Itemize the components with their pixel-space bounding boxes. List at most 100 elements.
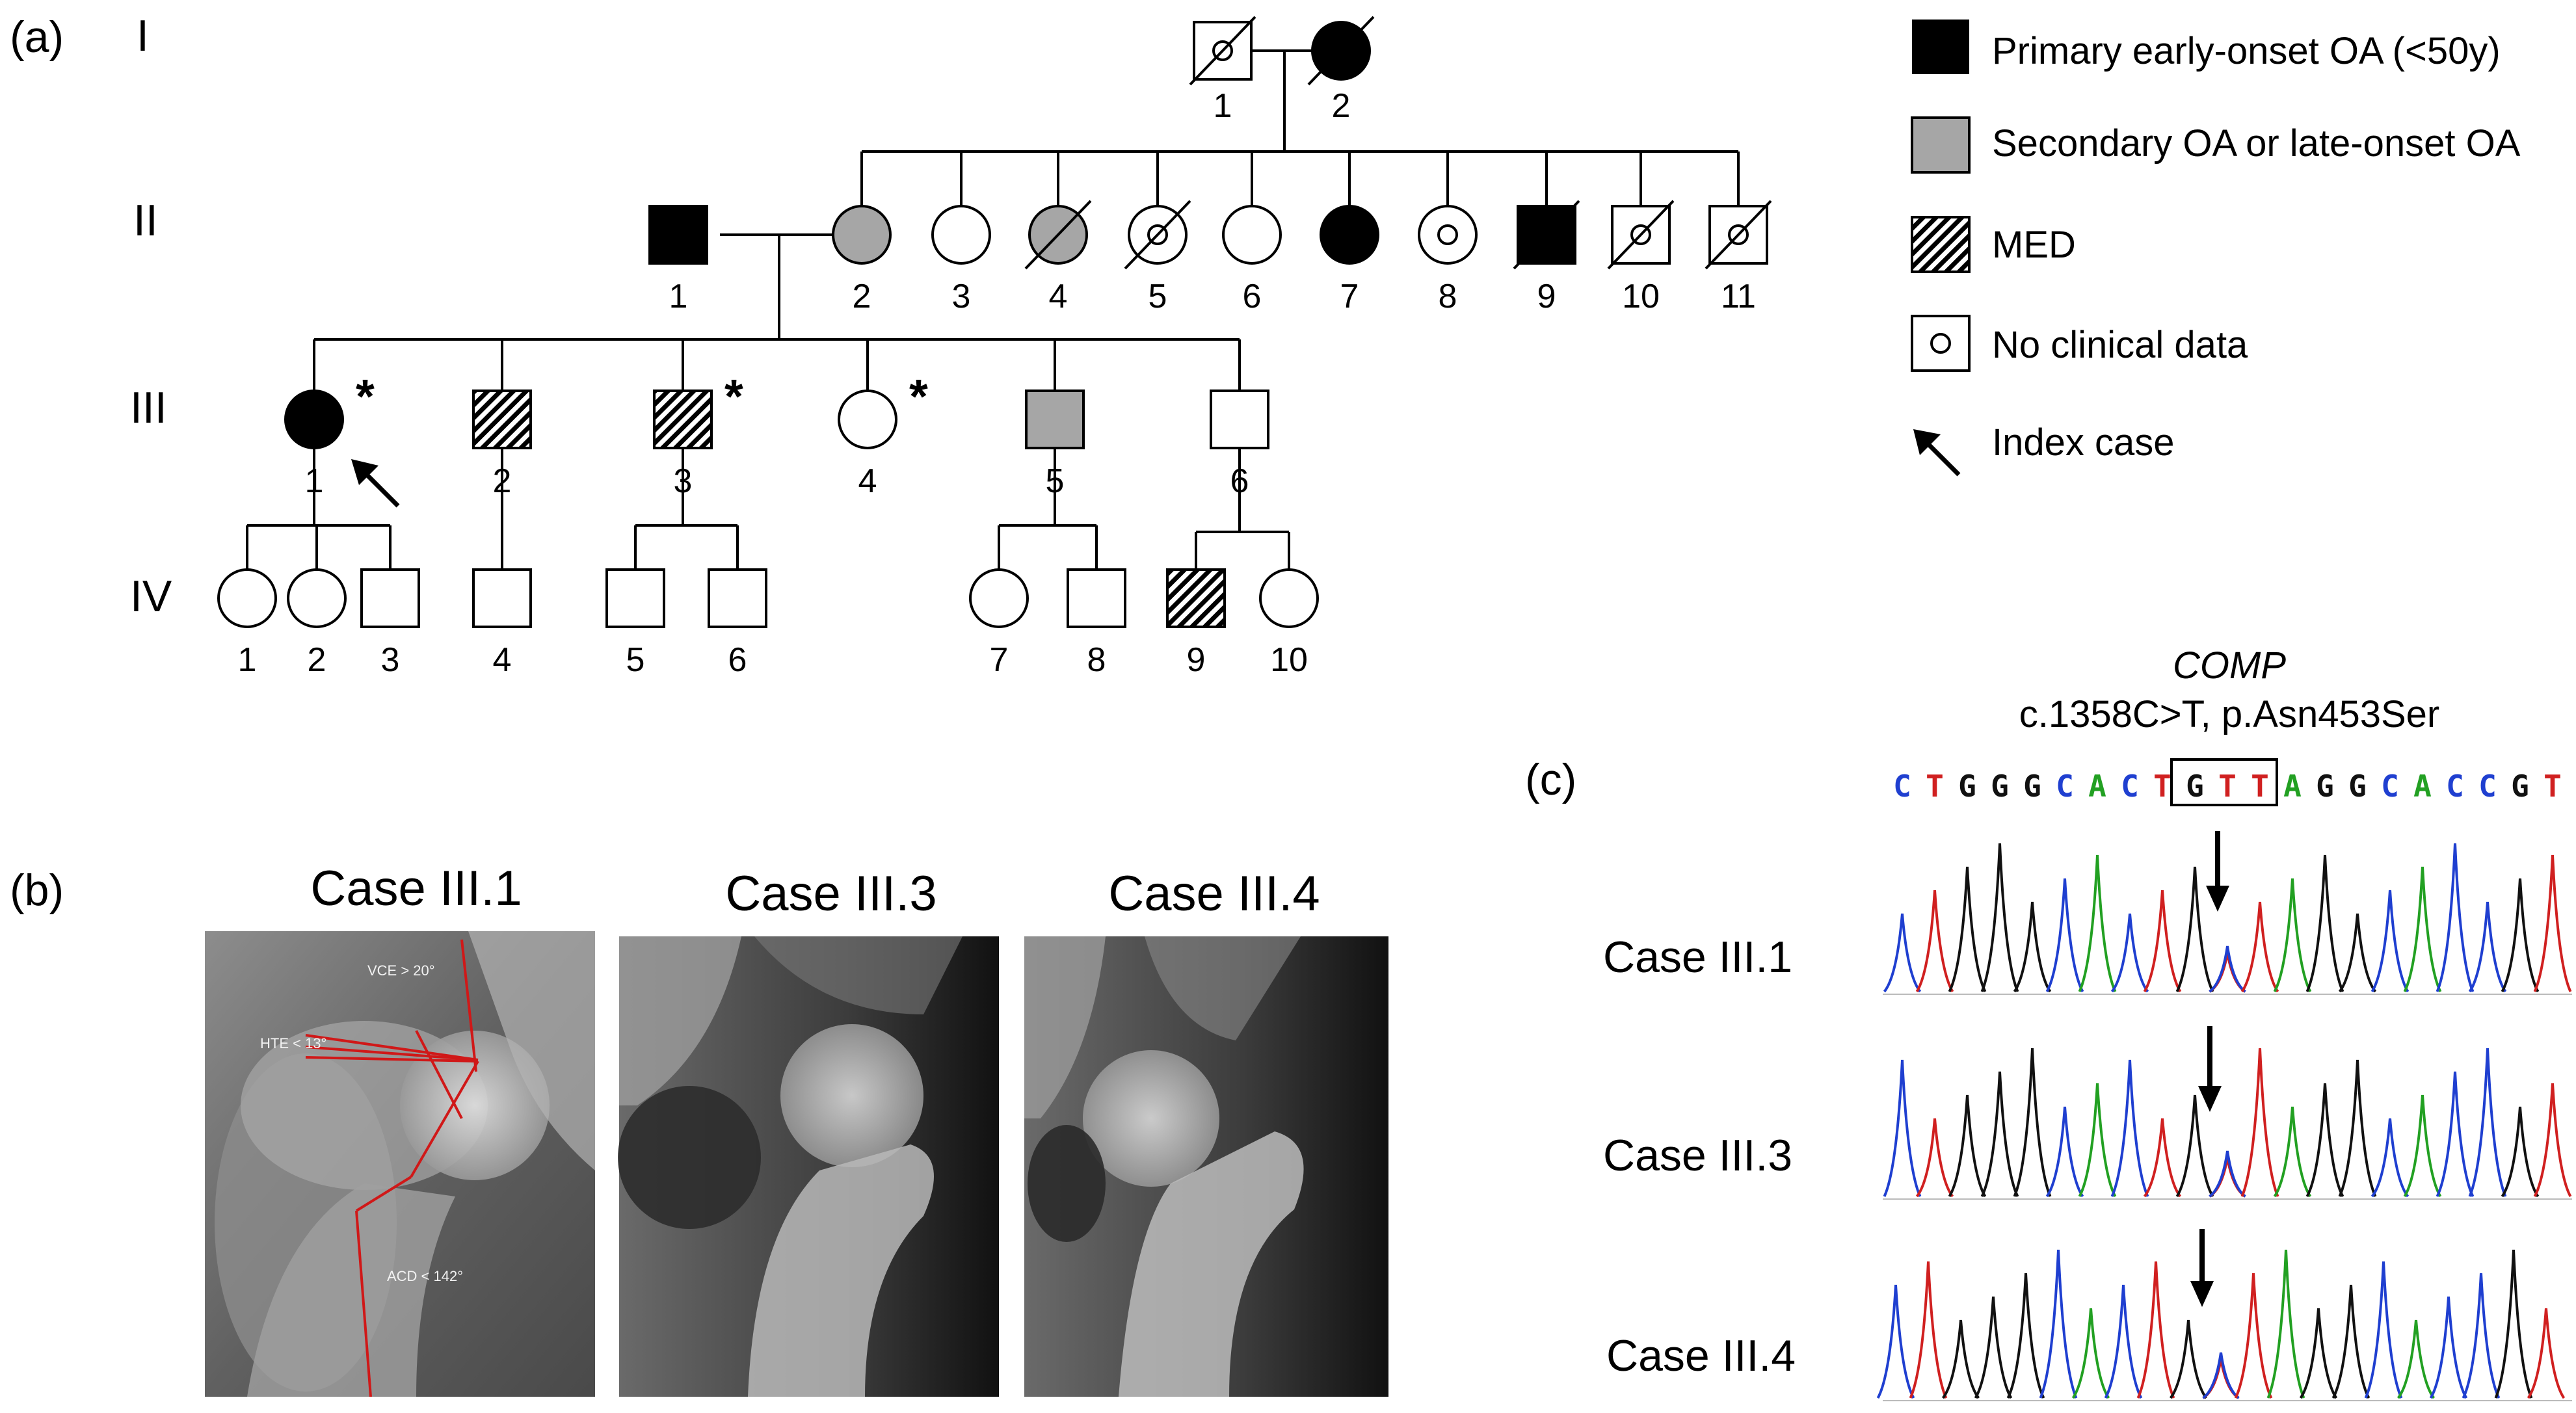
individual-number: 7 (1340, 278, 1359, 315)
deceased-slash (1307, 16, 1375, 86)
pedigree-individual-IV-1: 1 (217, 568, 277, 679)
pedigree-individual-III-5: 5 (1025, 390, 1085, 500)
individual-number: 4 (493, 641, 512, 679)
trace-peak (1941, 1319, 1980, 1399)
trace-peak (2468, 901, 2507, 993)
individual-number: 5 (1046, 462, 1065, 500)
pedigree-individual-IV-5: 5 (605, 568, 665, 679)
sequence-base: G (1958, 769, 1976, 804)
legend-swatch-unknown-dot (1930, 333, 1951, 354)
sequence-base: A (2413, 769, 2432, 804)
trace-peak (2299, 1308, 2338, 1399)
no-data-dot (1630, 224, 1651, 245)
pedigree-individual-IV-10: 10 (1259, 568, 1319, 679)
trace-peak (2403, 1094, 2442, 1198)
trace-peak-secondary (2209, 1150, 2246, 1198)
male-symbol (1166, 568, 1226, 628)
pedigree-individual-I-2: 2 (1307, 16, 1375, 125)
panel-a-label: (a) (10, 12, 64, 62)
trace-peak (2429, 1296, 2468, 1399)
no-data-dot (1728, 224, 1749, 245)
pedigree-individual-II-6: 6 (1222, 205, 1282, 315)
trace-peak (2494, 1249, 2533, 1399)
pedigree-individual-III-3: 3* (653, 369, 743, 500)
legend-swatch-unknown (1911, 315, 1971, 372)
trace-peak (2533, 1083, 2572, 1197)
individual-number: 2 (493, 462, 512, 500)
legend-label-med: MED (1992, 224, 2076, 266)
pedigree-individual-II-8: 8 (1418, 205, 1478, 315)
sequence-base: C (2381, 769, 2399, 804)
female-symbol (217, 568, 277, 628)
sequence-base: T (2543, 769, 2562, 804)
sequence-base: T (2153, 769, 2171, 804)
male-symbol (605, 568, 665, 628)
trace-peak (2273, 878, 2312, 992)
individual-number: 1 (305, 462, 324, 500)
trace-peak (2143, 1118, 2182, 1198)
female-symbol (838, 390, 897, 449)
sequence-base: G (2023, 769, 2041, 804)
trace-peak (1948, 1094, 1987, 1198)
angle-annotation-vce: VCE > 20° (367, 962, 435, 979)
case-title-b-1: Case III.1 (310, 861, 522, 916)
trace-peak (2305, 1083, 2344, 1197)
individual-number: 3 (952, 278, 971, 315)
pedigree-individual-IV-7: 7 (969, 568, 1029, 679)
legend-swatch-primary (1912, 20, 1969, 74)
trace-peak (2501, 878, 2540, 992)
trace-peak (1915, 1118, 1954, 1198)
sequenced-star: * (724, 369, 743, 423)
codon-highlight-box (2170, 758, 2278, 806)
trace-peak (2240, 901, 2279, 993)
trace-peak (2013, 901, 2052, 993)
trace-peak (1948, 866, 1987, 992)
male-symbol (708, 568, 767, 628)
male-symbol (472, 390, 532, 449)
trace-peak (1883, 1059, 1922, 1197)
generation-label-IV: IV (130, 572, 172, 621)
trace-peak-secondary (2202, 1352, 2240, 1399)
sequence-base: C (2478, 769, 2497, 804)
trace-peak (2273, 1106, 2312, 1198)
pedigree-individual-III-2: 2 (472, 390, 532, 500)
sequence-base: G (2511, 769, 2529, 804)
trace-peak (2013, 1048, 2052, 1197)
sequence-base: G (2186, 769, 2204, 804)
trace-peak (2078, 854, 2117, 992)
male-symbol (653, 390, 713, 449)
legend-label-index: Index case (1992, 421, 2175, 464)
male-symbol (360, 568, 420, 628)
female-symbol (1320, 205, 1379, 265)
trace-peak (2110, 913, 2149, 993)
sequence-base: C (2446, 769, 2464, 804)
male-symbol (472, 568, 532, 628)
pedigree-individual-III-6: 6 (1210, 390, 1269, 500)
female-symbol (284, 390, 344, 449)
trace-peak-secondary (2209, 945, 2246, 993)
sequenced-star: * (909, 369, 928, 423)
pedigree-individual-II-7: 7 (1320, 205, 1379, 315)
individual-number: 10 (1270, 641, 1308, 679)
trace-peak (2136, 1261, 2175, 1399)
individual-number: 2 (1332, 87, 1351, 125)
case-title-b-3: Case III.4 (1108, 866, 1320, 921)
individual-number: 5 (626, 641, 645, 679)
xray-case-III-3 (618, 936, 999, 1397)
trace-peak (2266, 1249, 2305, 1399)
trace-peak (2175, 866, 2214, 992)
pedigree-individual-IV-3: 3 (360, 568, 420, 679)
pedigree-individual-II-10: 10 (1607, 200, 1675, 315)
sequence-base: C (2056, 769, 2074, 804)
sequence-base: T (2218, 769, 2237, 804)
individual-number: 7 (990, 641, 1009, 679)
individual-number: 5 (1149, 278, 1167, 315)
individual-number: 6 (1230, 462, 1249, 500)
trace-peak (2501, 1106, 2540, 1198)
female-symbol (1222, 205, 1282, 265)
legend-label-secondary: Secondary OA or late-onset OA (1992, 122, 2521, 165)
legend-label-unknown: No clinical data (1992, 324, 2248, 366)
pedigree-individual-IV-4: 4 (472, 568, 532, 679)
